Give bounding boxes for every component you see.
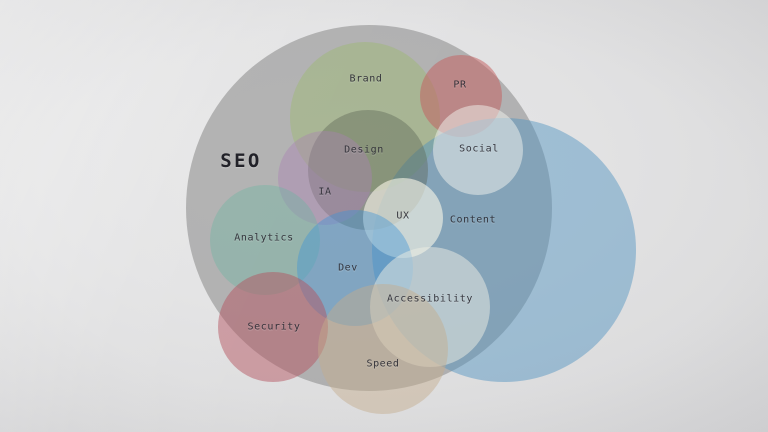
venn-label-design: Design: [344, 144, 384, 156]
venn-label-accessibility: Accessibility: [386, 293, 474, 305]
venn-circle-ux: [363, 178, 443, 258]
venn-circle-speed: [318, 284, 448, 414]
venn-label-brand: Brand: [349, 73, 383, 85]
venn-label-seo: SEO: [220, 150, 262, 172]
venn-label-ia: IA: [318, 186, 332, 198]
venn-circle-security: [218, 272, 328, 382]
venn-circle-brand: [290, 42, 440, 192]
venn-label-social: Social: [459, 143, 499, 155]
venn-label-pr: PR: [453, 79, 467, 91]
venn-circle-analytics: [210, 185, 320, 295]
venn-label-content: Content: [449, 214, 497, 226]
venn-label-ux: UX: [396, 210, 410, 222]
venn-label-dev: Dev: [338, 262, 358, 274]
venn-label-security: Security: [247, 321, 301, 333]
venn-label-analytics: Analytics: [234, 232, 294, 244]
venn-label-speed: Speed: [366, 358, 400, 370]
venn-circle-ia: [278, 131, 372, 225]
venn-circle-accessibility: [370, 247, 490, 367]
venn-circle-social: [433, 105, 523, 195]
